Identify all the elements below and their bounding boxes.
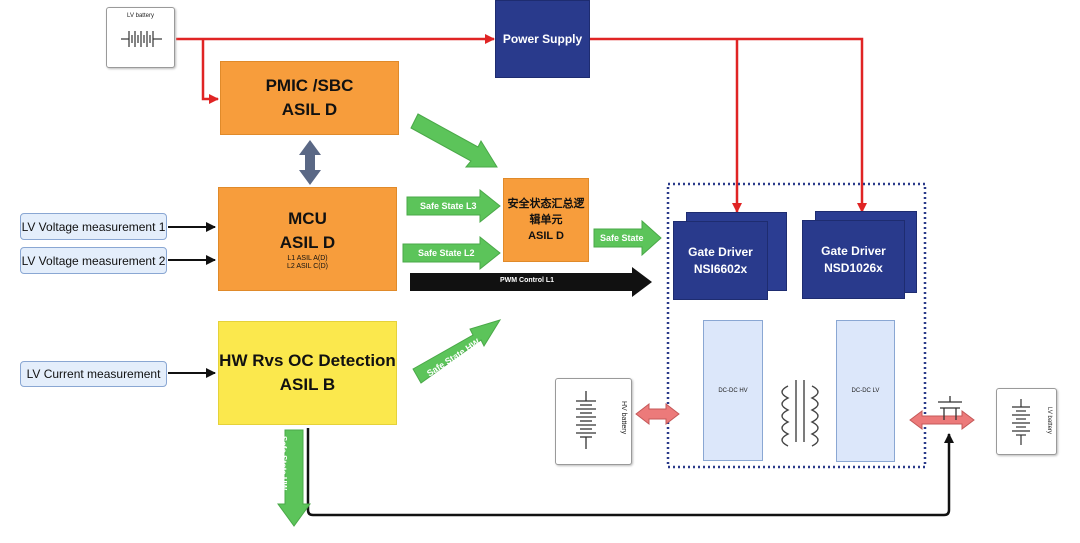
mcu-l1-asil: L1 ASIL A(D) [287,255,328,262]
hv-battery-label: HV battery [620,401,627,435]
mcu-title: MCU [288,209,327,228]
switch-icon [938,396,962,420]
power-lines [176,34,867,213]
current-feedback-line [306,428,954,517]
pwm-control-arrow [410,267,652,297]
pmic-title: PMIC /SBC [265,76,354,95]
dcdc-hv-block: DC-DC HV [703,320,763,461]
lv-voltage-1-label: LV Voltage measurement 1 [21,219,166,234]
hv-battery-icon [576,391,596,449]
lv-battery-right-icon [1012,399,1030,445]
lv-battery-top: LV battery [106,7,175,68]
safe-state-hw-down-label: Safe State HW [279,436,288,491]
aggregator-asil: ASIL D [528,230,564,242]
dcdc-hv-label: DC-DC HV [718,387,748,394]
gate-driver-2-title: Gate Driver [821,243,886,258]
measurement-arrows [168,222,216,378]
hw-rvs-oc-block: HW Rvs OC Detection ASIL B [218,321,397,425]
lv-current-label: LV Current measurement [26,367,161,381]
lv-link-arrow [909,410,975,430]
safe-state-hw-down-arrow [277,429,311,527]
mcu-block: MCU ASIL D L1 ASIL A(D) L2 ASIL C(D) [218,187,397,291]
lv-battery-right-label: LV battery [1046,407,1052,434]
lv-battery-top-label: LV battery [127,13,154,19]
safe-state-arrow [593,219,662,257]
gate-driver-1-title: Gate Driver [688,244,753,259]
dcdc-lv-block: DC-DC LV [836,320,895,462]
pmic-mcu-link [299,140,321,185]
lv-current-box: LV Current measurement [20,361,167,387]
gate-driver-2-part: NSD1026x [824,260,883,275]
lv-battery-right: LV battery [996,388,1057,455]
aggregator-line2: 辑单元 [529,214,563,226]
safe-state-l3-label: Safe State L3 [420,201,477,211]
power-supply-block: Power Supply [496,1,589,77]
dcdc-lv-label: DC-DC LV [851,388,880,394]
safety-aggregator-block: 安全状态汇总逻 辑单元 ASIL D [503,178,589,262]
hw-rvs-title: HW Rvs OC Detection [219,351,396,370]
lv-voltage-2-label: LV Voltage measurement 2 [21,253,166,268]
safe-state-l3-arrow [406,188,501,224]
battery-icon [121,31,162,47]
gate-driver-2-block: Gate Driver NSD1026x [803,221,904,298]
pwm-control-label: PWM Control L1 [500,277,555,284]
lv-voltage-1-box: LV Voltage measurement 1 [20,213,167,240]
gate-driver-1-block: Gate Driver NSI6602x [674,222,767,299]
gate-driver-1-part: NSI6602x [693,261,748,276]
pmic-asil: ASIL D [281,100,338,119]
mcu-l2-asil: L2 ASIL C(D) [287,263,328,270]
transformer [781,380,819,447]
mcu-asil: ASIL D [279,233,336,252]
safe-state-l2-arrow [402,235,501,271]
power-supply-label: Power Supply [502,32,583,46]
lv-voltage-2-box: LV Voltage measurement 2 [20,247,167,274]
aggregator-line1: 安全状态汇总逻 [507,198,585,210]
pmic-sbc-block: PMIC /SBC ASIL D [220,61,399,135]
hv-link-arrow [635,402,680,426]
safe-state-l2-label: Safe State L2 [418,248,475,258]
safe-state-l3-diag-arrow [410,113,498,168]
safe-state-label: Safe State [600,233,644,243]
safe-state-hw-diag-arrow [412,319,502,384]
hw-rvs-asil: ASIL B [279,375,336,394]
hv-battery: HV battery [555,378,632,465]
